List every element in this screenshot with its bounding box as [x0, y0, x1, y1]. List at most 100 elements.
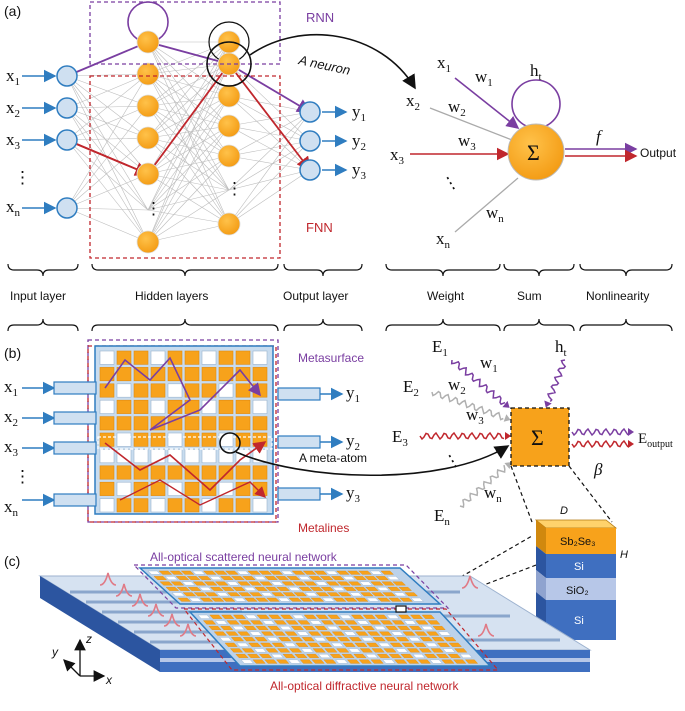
scattered-meta-atom — [253, 576, 267, 580]
scattered-meta-atom — [238, 592, 252, 597]
brace — [503, 318, 575, 332]
meta-atom — [99, 416, 115, 431]
scattered-meta-atom — [321, 597, 336, 602]
diffractive-meta-atom — [343, 631, 357, 636]
meta-atom — [252, 399, 268, 414]
meta-atom — [116, 465, 132, 480]
diffractive-meta-atom — [243, 626, 257, 630]
meta-atom — [167, 383, 183, 398]
meta-atom — [150, 432, 166, 447]
scattered-meta-atom — [158, 570, 173, 575]
diffractive-meta-atom — [409, 614, 424, 619]
input-dots: ⋮ — [14, 168, 31, 187]
hidden-node — [136, 62, 160, 86]
scattered-nn-border — [132, 564, 450, 609]
diffractive-meta-atom — [214, 620, 228, 625]
diffractive-meta-atom — [431, 637, 445, 642]
scattered-meta-atom — [315, 592, 330, 597]
diffractive-meta-atom — [338, 626, 352, 630]
diffractive-meta-atom — [317, 654, 332, 658]
scattered-meta-atom — [270, 581, 285, 586]
axis-z: z — [85, 632, 92, 646]
panel-label-a: (a) — [4, 3, 21, 19]
scattered-meta-atom — [175, 576, 190, 580]
meta-atom — [116, 383, 132, 398]
diffractive-meta-atom — [279, 626, 293, 630]
axis-y: y — [51, 645, 59, 659]
hidden-node — [136, 162, 160, 186]
diffractive-meta-atom — [324, 648, 338, 653]
output-waveguide — [277, 387, 321, 401]
diffractive-meta-atom — [335, 659, 349, 664]
scattered-meta-atom — [393, 592, 407, 597]
diffractive-meta-atom — [291, 614, 306, 619]
metasurface-outer-box — [87, 339, 279, 523]
diffractive-meta-atom — [302, 626, 316, 630]
scattered-meta-atom — [171, 592, 186, 597]
axis-indicator: z x y — [51, 632, 113, 687]
scattered-meta-atom — [170, 581, 185, 586]
waveguide-band — [97, 436, 273, 450]
scattered-meta-atom — [242, 576, 256, 580]
scattered-meta-atom — [386, 576, 401, 580]
diffractive-meta-atom — [325, 637, 339, 642]
wave-ht — [546, 359, 567, 402]
diffractive-meta-atom — [248, 642, 262, 647]
diffractive-meta-atom — [359, 648, 373, 653]
diffractive-meta-atom — [285, 620, 299, 625]
diffractive-meta-atom — [349, 626, 364, 630]
layer-braces — [7, 263, 673, 332]
output-label-y1: y1 — [352, 102, 366, 124]
stack-zoom-line-2 — [568, 465, 613, 523]
meta-atom — [116, 432, 132, 447]
wave-out-1 — [571, 427, 629, 437]
stack-layer-si-bottom: Si — [574, 615, 584, 627]
meta-atom — [218, 498, 234, 513]
diffractive-meta-atom — [421, 614, 435, 619]
diffractive-meta-atom — [397, 626, 411, 630]
scattered-meta-atom — [382, 592, 396, 597]
scattered-meta-atom — [198, 587, 213, 591]
hidden-node — [136, 230, 160, 254]
light-pulse — [99, 572, 117, 586]
meta-atom — [133, 465, 149, 480]
hidden-node — [217, 144, 241, 168]
b-input-label-x3: x3 — [4, 437, 19, 459]
diffractive-network-label: All-optical diffractive neural network — [270, 679, 460, 693]
scattered-meta-atom — [392, 581, 407, 586]
scattered-meta-atom — [404, 592, 419, 597]
scattered-meta-atom — [281, 581, 296, 586]
output-node — [299, 159, 321, 181]
meta-atom — [252, 367, 268, 382]
scattered-meta-atom — [210, 597, 225, 602]
optical-sum-symbol: Σ — [531, 425, 544, 450]
axis-x: x — [105, 673, 113, 687]
meta-atom — [235, 465, 251, 480]
scattered-meta-atom — [288, 597, 303, 602]
scattered-meta-atom — [214, 570, 228, 575]
wave-e1 — [450, 359, 506, 406]
diffractive-meta-atom — [356, 620, 370, 625]
b-e1: E1 — [432, 337, 448, 359]
b-input-label-xn: xn — [4, 497, 19, 519]
diffractive-meta-atom — [301, 637, 315, 642]
input-node — [56, 65, 78, 87]
scattered-meta-atom — [255, 597, 269, 602]
stack-layer-si-top: Si — [574, 561, 584, 573]
scattered-meta-atom — [215, 592, 230, 597]
stack-zoom-line-3 — [399, 535, 533, 613]
brace — [503, 263, 575, 277]
scattered-meta-atom — [249, 592, 263, 597]
diffractive-meta-atom — [271, 642, 285, 647]
diffractive-meta-atom — [283, 642, 297, 647]
diffractive-meta-atom — [258, 654, 273, 658]
light-pulse — [163, 613, 181, 627]
scattered-meta-atom — [187, 587, 202, 591]
b-input-labels: x1 x2 x3 ⋮ xn y1 y2 y3 — [4, 377, 361, 519]
brace-label-input-layer: Input layer — [10, 289, 66, 303]
diffractive-meta-atom — [314, 626, 328, 630]
meta-atom — [252, 498, 268, 513]
scattered-meta-atom — [387, 587, 401, 591]
scattered-meta-atom — [264, 576, 279, 580]
